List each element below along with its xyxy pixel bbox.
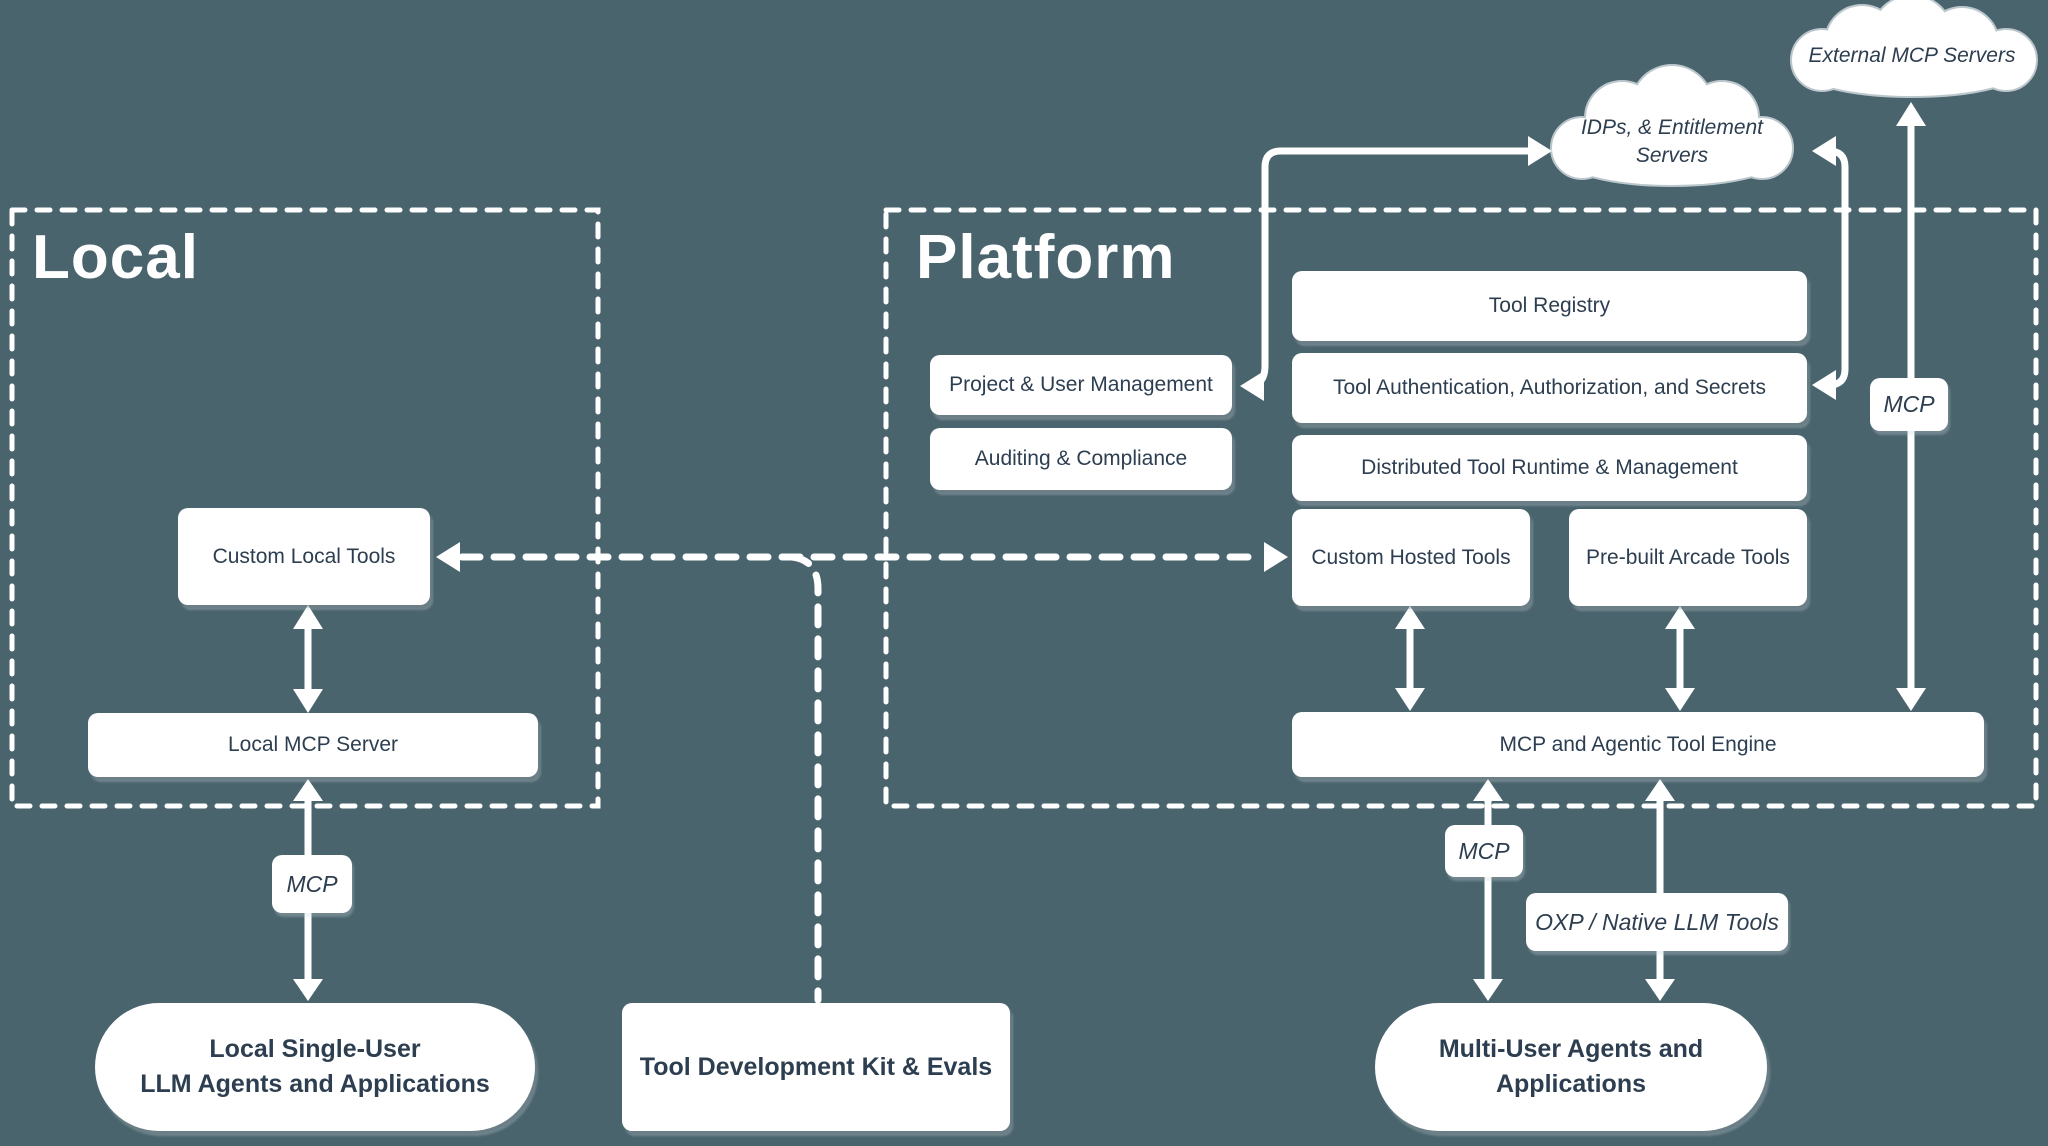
platform-container-border bbox=[883, 207, 2039, 809]
box-custom-local-tools: Custom Local Tools bbox=[178, 508, 430, 605]
box-tool-dev-kit-evals: Tool Development Kit & Evals bbox=[622, 1003, 1010, 1131]
edge-arcade-engine bbox=[1665, 606, 1695, 711]
pill-local-single-user-agents: Local Single-User LLM Agents and Applica… bbox=[95, 1003, 535, 1131]
box-local-mcp-server: Local MCP Server bbox=[88, 713, 538, 777]
edge-branch-tooldevkit-dashed bbox=[788, 553, 822, 1004]
box-distributed-runtime: Distributed Tool Runtime & Management bbox=[1292, 435, 1807, 501]
box-project-user-management: Project & User Management bbox=[930, 355, 1232, 415]
edge-engine-multiuser-oxp bbox=[1645, 779, 1675, 1001]
edge-hosted-engine bbox=[1395, 606, 1425, 711]
box-mcp-agentic-tool-engine: MCP and Agentic Tool Engine bbox=[1292, 712, 1984, 777]
edge-label-mcp-platform: MCP bbox=[1445, 825, 1523, 877]
box-tool-auth-secrets: Tool Authentication, Authorization, and … bbox=[1292, 353, 1807, 423]
box-custom-hosted-tools: Custom Hosted Tools bbox=[1292, 509, 1530, 606]
pill-local-agents-line2: LLM Agents and Applications bbox=[140, 1070, 490, 1098]
edge-customlocal-localmcp bbox=[293, 605, 323, 713]
edge-label-mcp-external: MCP bbox=[1870, 378, 1948, 431]
pill-multi-user-line1: Multi-User Agents and bbox=[1438, 1035, 1704, 1063]
pill-local-agents-line1: Local Single-User bbox=[209, 1035, 421, 1063]
idp-cloud-label: IDPs, & Entitlement Servers bbox=[1560, 108, 1784, 176]
edge-engine-multiuser-mcp bbox=[1473, 779, 1503, 1001]
idp-cloud-label-line2: Servers bbox=[1635, 144, 1709, 167]
edge-toolauth-idp bbox=[1812, 136, 1849, 400]
box-tool-registry: Tool Registry bbox=[1292, 271, 1807, 341]
edge-label-mcp-local: MCP bbox=[272, 855, 352, 913]
idp-cloud-label-line1: IDPs, & Entitlement bbox=[1580, 115, 1764, 139]
local-container-title: Local bbox=[32, 223, 199, 292]
pill-multi-user-agents: Multi-User Agents and Applications bbox=[1375, 1003, 1767, 1131]
platform-container-title: Platform bbox=[916, 223, 1176, 292]
box-prebuilt-arcade-tools: Pre-built Arcade Tools bbox=[1569, 509, 1807, 606]
pill-multi-user-line2: Applications bbox=[1495, 1070, 1646, 1098]
edge-customlocal-customhosted-dashed bbox=[436, 542, 1288, 1004]
external-mcp-cloud-label: External MCP Servers bbox=[1808, 43, 2016, 67]
box-auditing-compliance: Auditing & Compliance bbox=[930, 428, 1232, 490]
edge-project-idp bbox=[1240, 136, 1552, 401]
edge-label-oxp-native-llm-tools: OXP / Native LLM Tools bbox=[1526, 893, 1788, 951]
